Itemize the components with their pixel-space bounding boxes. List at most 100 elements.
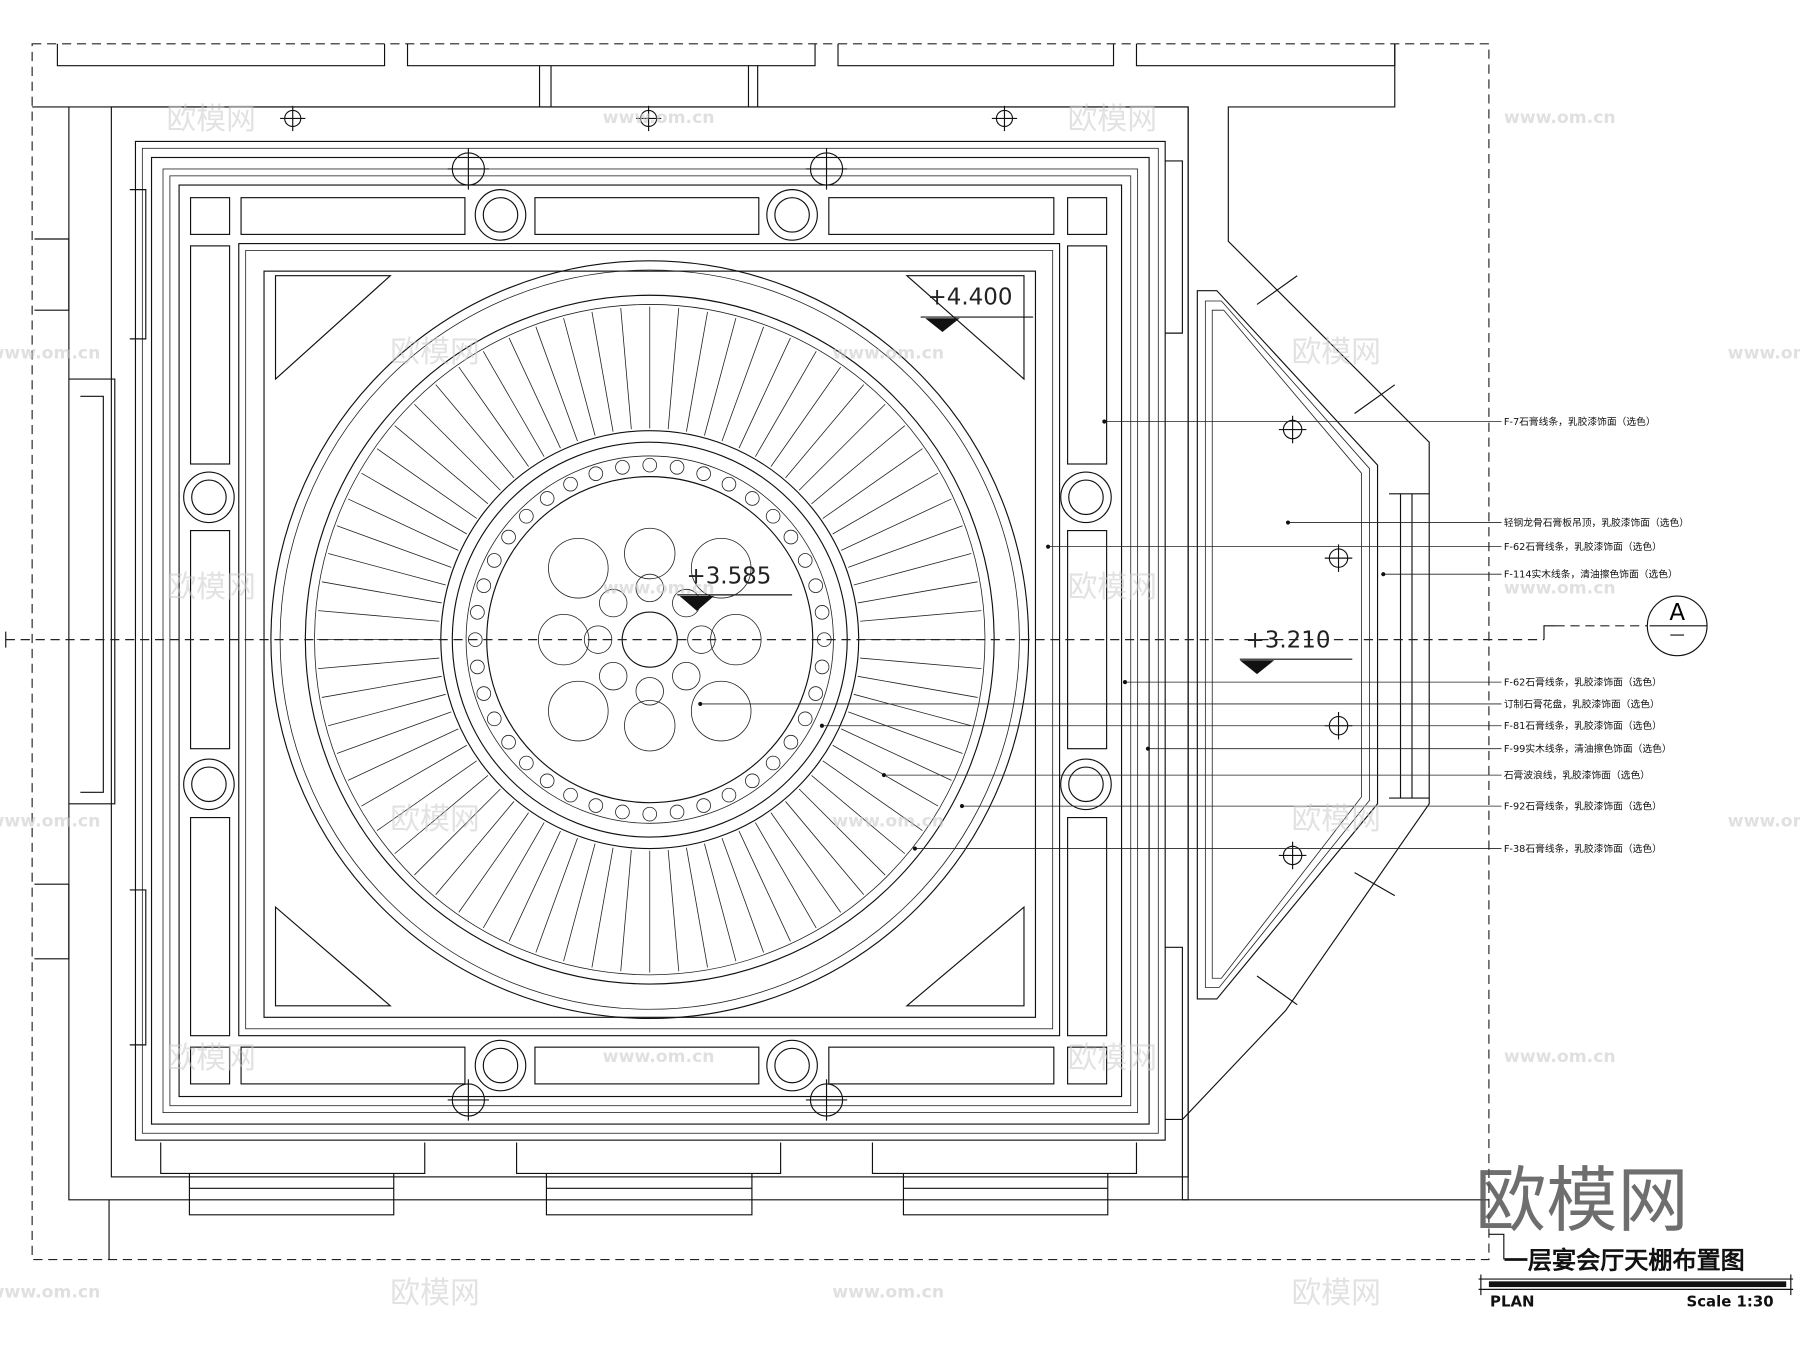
dome-rib: [686, 311, 708, 432]
wave-bead: [669, 460, 685, 475]
ornament-lobe: [548, 537, 609, 599]
elevation-text: +3.585: [686, 563, 771, 589]
downlight-icon: [635, 105, 662, 132]
dome-rib: [853, 693, 972, 727]
wave-bead: [669, 804, 685, 820]
downlight-icon: [447, 1079, 490, 1121]
dome-rib: [853, 553, 972, 586]
frame: [169, 175, 1132, 1107]
dome-rib: [435, 384, 515, 479]
frame: [110, 106, 1189, 1178]
ornament-leaf: [672, 661, 701, 691]
wave-bead: [588, 466, 604, 481]
wave-bead: [642, 806, 658, 822]
dome-rib: [414, 788, 501, 876]
dome-rib: [704, 843, 737, 962]
annotation-text: F-62石膏线条，乳胶漆饰面（选色）: [1504, 676, 1662, 689]
annotation-text: F-92石膏线条，乳胶漆饰面（选色）: [1504, 800, 1662, 813]
dome-rib: [848, 711, 963, 754]
rosette: [474, 189, 527, 241]
dome-rib: [822, 448, 923, 519]
wave-bead: [797, 553, 813, 568]
watermark-logo: 欧模网: [390, 802, 479, 837]
right-wall: [1181, 43, 1505, 1260]
wave-bead: [501, 734, 516, 750]
corner-panel: [189, 197, 231, 235]
watermark-url: www.om.cn: [832, 343, 944, 363]
dome-rib: [508, 337, 561, 449]
left-columns: [34, 238, 116, 960]
annotation-callout: F-81石膏线条，乳胶漆饰面（选色）: [819, 719, 1662, 732]
wave-bead: [783, 734, 799, 750]
watermark-logo: 欧模网: [1475, 1159, 1688, 1242]
watermark-logo: 欧模网: [166, 570, 255, 605]
side-bay-windows: [1256, 275, 1430, 1006]
ornament-lobe: [690, 680, 752, 742]
dome-rib: [321, 581, 442, 604]
leader-dot: [1285, 520, 1291, 525]
dome-rib: [738, 337, 791, 449]
section-marker[interactable]: A: [1646, 595, 1708, 657]
wave-bead: [783, 529, 799, 545]
dome-rib: [822, 760, 923, 831]
watermark-logo: 欧模网: [390, 1276, 479, 1311]
wave-bead: [501, 529, 516, 545]
scale-label: Scale 1:30: [1686, 1293, 1773, 1311]
wave-bead: [519, 508, 534, 524]
dome-rib: [832, 472, 939, 535]
watermark-logo: 欧模网: [1291, 802, 1380, 837]
wave-bead: [563, 476, 578, 492]
elevation-triangle-icon: [925, 318, 960, 332]
dome-rib: [361, 472, 468, 535]
dome-rib: [376, 760, 477, 831]
annotation-callout: 轻钢龙骨石膏板吊顶，乳胶漆饰面（选色）: [1285, 516, 1689, 529]
annotation-callout: F-114实木线条，清油擦色饰面（选色）: [1381, 568, 1678, 581]
light-fixtures: [280, 105, 1353, 1121]
dome-rib: [318, 657, 440, 670]
watermark-logo: 欧模网: [166, 102, 255, 137]
watermark-url: www.om.cn: [1728, 812, 1800, 832]
wave-bead: [745, 773, 760, 789]
dome-rib: [785, 384, 865, 479]
watermark-url: www.om.cn: [0, 812, 100, 832]
wave-bead: [721, 476, 737, 492]
dome-rib: [361, 744, 468, 807]
dome-rib: [721, 837, 764, 953]
frame: [141, 147, 1159, 1134]
elevation-text: +3.210: [1246, 628, 1331, 654]
rosette: [183, 471, 235, 524]
watermark-url: www.om.cn: [603, 1047, 715, 1067]
annotation-callout: 订制石膏花盘，乳胶漆饰面（选色）: [698, 697, 1660, 710]
annotation-callout: F-62石膏线条，乳胶漆饰面（选色）: [1122, 676, 1662, 689]
dome-rib: [328, 693, 446, 727]
dome-rib: [591, 847, 614, 968]
corner-panel: [189, 1046, 231, 1085]
dome-rib: [721, 326, 764, 442]
dome-rib: [770, 366, 842, 467]
rosette: [1060, 471, 1112, 524]
frame: [178, 184, 1123, 1098]
corner-spandrels: [274, 275, 1025, 1007]
downlight-icon: [280, 105, 306, 132]
dome-rib: [841, 498, 952, 551]
wave-bead: [539, 491, 555, 506]
dome-rib: [860, 657, 982, 670]
dome-rib: [482, 822, 545, 929]
rosette-inner: [1068, 479, 1104, 516]
leader-dot: [959, 804, 965, 809]
dome-rib: [738, 830, 791, 942]
panel: [534, 1046, 760, 1085]
dome-rib: [347, 728, 459, 781]
panel: [1067, 816, 1108, 1037]
annotation-text: 石膏波浪线，乳胶漆饰面（选色）: [1504, 769, 1650, 782]
rosette: [474, 1039, 527, 1092]
wave-bead: [470, 659, 485, 675]
ornament-leaf: [599, 588, 628, 618]
watermark-url: www.om.cn: [832, 1282, 944, 1302]
wave-bead: [808, 686, 823, 701]
dome-rib: [318, 610, 440, 622]
annotation-text: F-7石膏线条，乳胶漆饰面（选色）: [1504, 415, 1656, 428]
downlight-icon: [1278, 415, 1307, 444]
frame: [150, 156, 1150, 1125]
